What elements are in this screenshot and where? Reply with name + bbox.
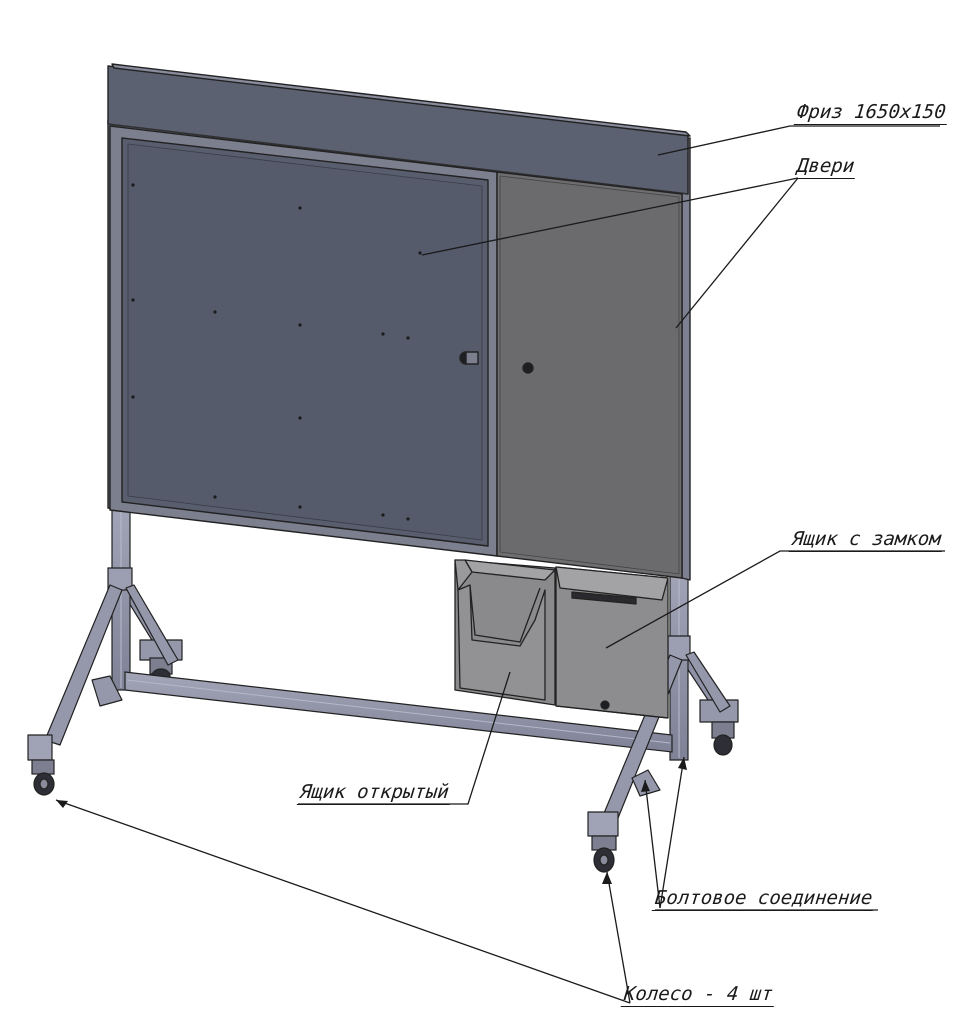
open-box [454, 559, 556, 706]
leader-friz [657, 125, 940, 156]
label-frieze: Фриз 1650х150 [793, 101, 949, 125]
right-door [496, 171, 683, 579]
leader-lines [55, 125, 945, 1004]
leader-doors-right [675, 177, 799, 329]
label-doors: Двери [793, 155, 858, 179]
locked-box [555, 566, 669, 719]
rear-wheel-right [711, 721, 735, 756]
leader-doors-left [421, 177, 799, 256]
leader-box-open [298, 671, 511, 805]
leader-wheel-a [55, 799, 631, 1004]
label-wheels: Колесо - 4 шт [620, 983, 776, 1007]
front-left-foot [27, 584, 179, 761]
leader-bolt-b [659, 756, 685, 909]
frieze-panel [107, 63, 691, 195]
label-locked-box: Ящик с замком [788, 528, 944, 552]
left-door [109, 125, 498, 557]
front-wheel-right [591, 835, 617, 873]
leader-bolt-a [644, 779, 661, 909]
leader-arrows [56, 757, 687, 884]
label-open-box: Ящик открытый [296, 781, 452, 805]
label-bolt-joint: Болтовое соединение [651, 887, 876, 911]
leader-wheel-b [606, 871, 631, 1004]
left-door-screws [131, 183, 422, 521]
front-wheel-left [31, 759, 55, 796]
cross-bar [124, 671, 673, 753]
leader-box-locked [605, 550, 945, 649]
